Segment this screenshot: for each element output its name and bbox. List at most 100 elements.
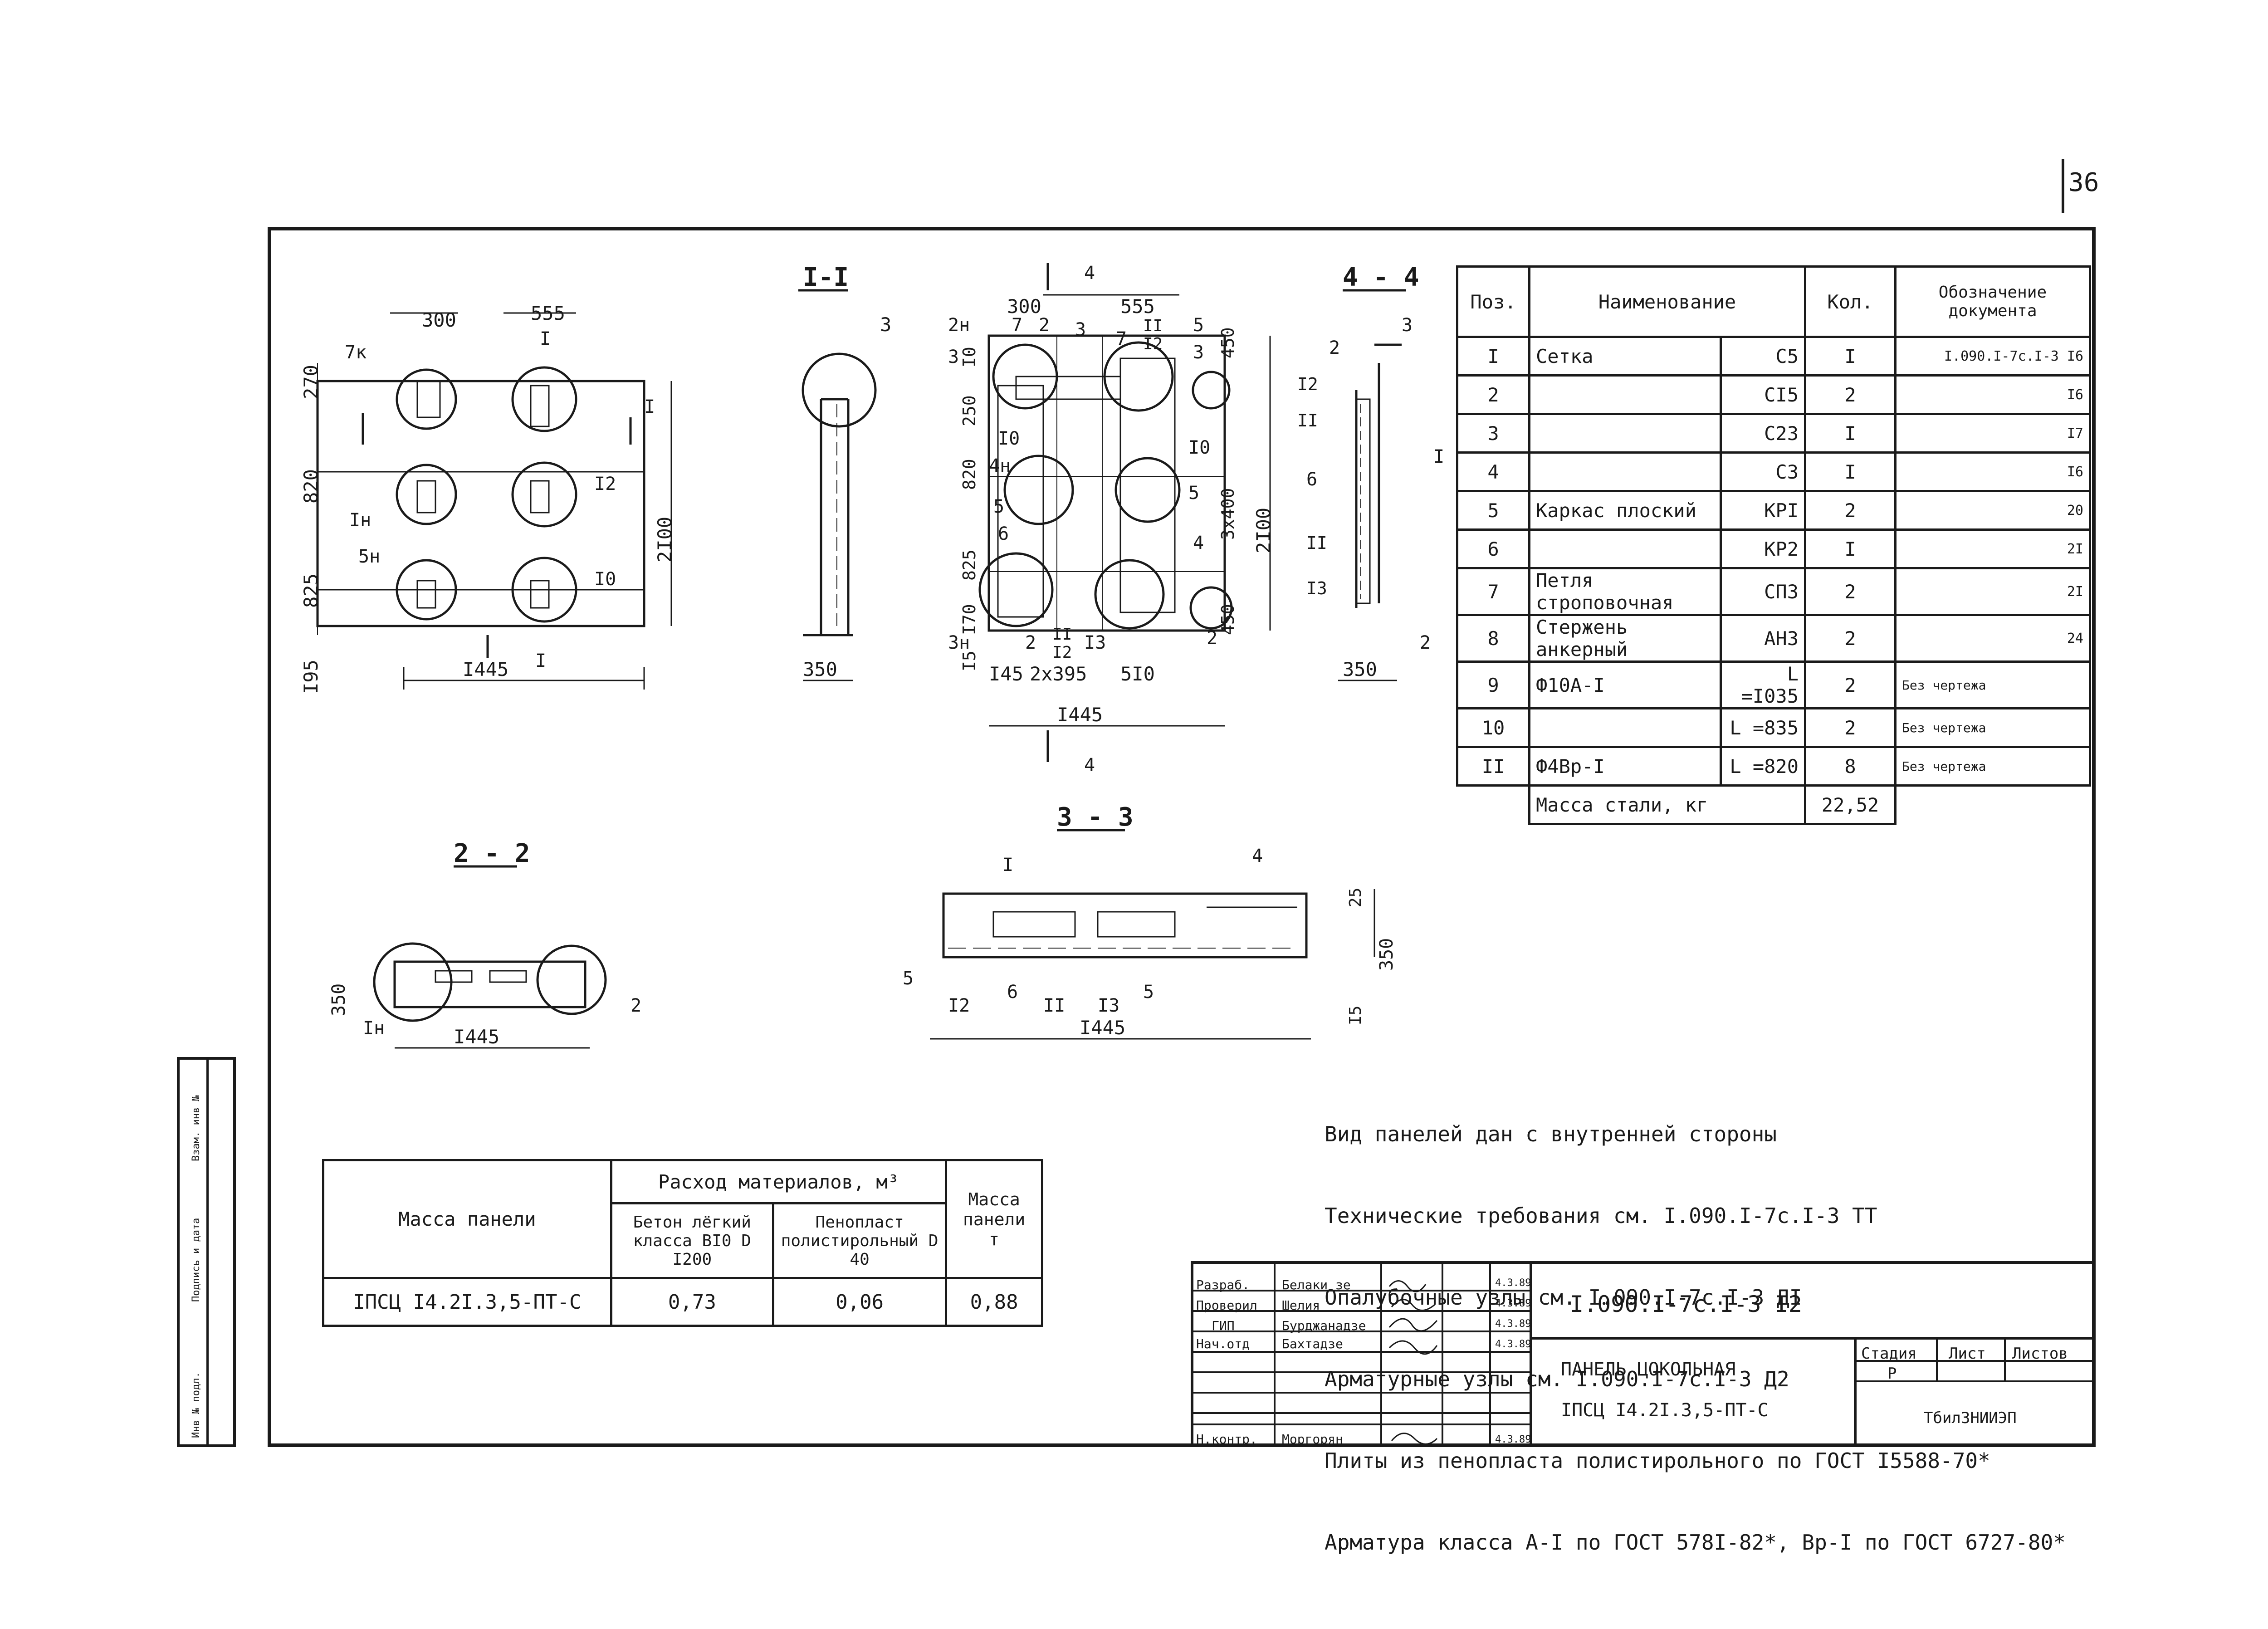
s11-label-3: 3 <box>880 313 891 336</box>
spec-row-pos: 10 <box>1456 707 1530 748</box>
spec-row-mark: С23 <box>1719 413 1807 454</box>
sheet-number: 36 <box>2068 168 2099 197</box>
s44-label-2: 2 <box>1329 338 1340 358</box>
section-4-4-view <box>1338 343 1402 681</box>
plan-cut-mark-bottom: I <box>535 651 546 671</box>
spec-row-mark: L =820 <box>1719 746 1807 787</box>
tb-name: Бахтадзе <box>1282 1336 1343 1351</box>
plan-dim-2100: 2I00 <box>654 517 676 563</box>
spec-row-doc: I6 <box>1894 374 2091 415</box>
s33-label-11: II <box>1043 995 1065 1016</box>
rebar-label-11-bottom: II <box>1052 625 1072 644</box>
plan-label-7k: 7к <box>345 342 367 363</box>
section-title-2-2: 2 - 2 <box>454 839 530 868</box>
spec-row-qty: 2 <box>1804 374 1897 415</box>
section-3-3-view <box>930 889 1375 1040</box>
rebar-label-4n: 4н <box>989 455 1011 476</box>
spec-row-mark: КР2 <box>1719 528 1807 569</box>
spec-row-doc: I.090.I-7с.I-3 I6 <box>1894 336 2091 377</box>
s33-dim-350: 350 <box>1376 938 1397 971</box>
specification-table: Поз. Наименование Кол. Обозначение докум… <box>1456 265 2091 825</box>
plan-dim-195: I95 <box>300 660 322 694</box>
rebar-dim-450-bottom: 450 <box>1218 604 1238 635</box>
spec-row-doc: 20 <box>1894 490 2091 531</box>
tb-role: Разраб. <box>1196 1277 1250 1292</box>
rebar-label-6-left: 6 <box>998 523 1009 544</box>
rebar-dim-820: 820 <box>959 459 979 490</box>
tb-date: 4.3.89 <box>1495 1339 1531 1350</box>
mat-header-concrete: Бетон лёгкий класса BI0 D I200 <box>610 1202 775 1279</box>
note-line: Технические требования см. I.090.I-7с.I-… <box>1325 1203 1877 1228</box>
s22-label-1n: Iн <box>363 1018 385 1039</box>
section-2-2-view <box>373 942 607 1049</box>
tb-sheets-label: Листов <box>2012 1345 2068 1363</box>
spec-row-doc: Без чертежа <box>1894 746 2091 787</box>
plan-label-10: I0 <box>594 569 616 590</box>
rebar-label-2-top: 2 <box>1039 315 1050 336</box>
drawing-frame <box>268 227 2096 1447</box>
spec-row-name: Стержень анкерный <box>1528 614 1722 663</box>
rebar-view <box>978 263 1271 762</box>
section-title-3-3: 3 - 3 <box>1057 802 1134 832</box>
rebar-label-3-right: 3 <box>1193 342 1204 363</box>
spec-row-qty: 2 <box>1804 660 1897 709</box>
rebar-dim-145: I45 <box>989 663 1023 685</box>
spec-row-name: Сетка <box>1528 336 1722 377</box>
rebar-cut-mark-top: 4 <box>1084 263 1095 284</box>
rebar-dim-15: I5 <box>959 651 979 671</box>
plan-dim-820: 820 <box>300 469 322 504</box>
section-1-1-view <box>802 352 877 681</box>
tb-title-line2: IПСЦ I4.2I.3,5-ПТ-С <box>1561 1400 1769 1421</box>
spec-header-doc: Обозначение документа <box>1894 265 2091 338</box>
materials-table: Масса панели Расход материалов, м³ Масса… <box>322 1159 1043 1327</box>
s44-label-3: 3 <box>1402 315 1413 336</box>
s33-dim-25: 25 <box>1346 888 1365 907</box>
spec-row-pos: 6 <box>1456 528 1530 569</box>
spec-row-name <box>1528 374 1722 415</box>
rebar-dim-170: I70 <box>959 604 979 635</box>
tb-name: Белаки зе <box>1282 1277 1351 1292</box>
binding-strip-divider <box>206 1057 209 1447</box>
rebar-dim-2x395: 2x395 <box>1030 663 1087 685</box>
spec-row-qty: I <box>1804 528 1897 569</box>
s44-label-1: I <box>1433 446 1444 467</box>
tb-name: Моргорян <box>1282 1432 1343 1447</box>
spec-header-name: Наименование <box>1528 265 1806 338</box>
s22-dim-1445: I445 <box>454 1026 499 1048</box>
mat-row-mass: 0,88 <box>945 1277 1043 1327</box>
rebar-label-12-top: I2 <box>1143 335 1163 353</box>
mat-header-group: Расход материалов, м³ <box>610 1159 948 1204</box>
mat-header-panel: Масса панели <box>322 1159 612 1279</box>
tb-sheet-label: Лист <box>1949 1345 1986 1363</box>
spec-row-pos: I <box>1456 336 1530 377</box>
s33-label-5-left: 5 <box>903 968 914 989</box>
s33-label-6: 6 <box>1007 982 1018 1003</box>
s44-label-11-top: II <box>1297 411 1318 430</box>
tb-date: 4.3.89 <box>1495 1277 1531 1289</box>
spec-row-name: Каркас плоский <box>1528 490 1722 531</box>
tb-organization: ТбилЗНИИЭП <box>1924 1409 2017 1427</box>
rebar-dim-450-top: 450 <box>1218 327 1238 358</box>
spec-row-pos: 3 <box>1456 413 1530 454</box>
spec-row-doc: Без чертежа <box>1894 660 2091 709</box>
s33-label-13: I3 <box>1098 995 1119 1016</box>
spec-row-qty: 2 <box>1804 707 1897 748</box>
rebar-label-3n: 3н <box>948 632 970 653</box>
spec-row-doc: 2I <box>1894 567 2091 616</box>
s33-label-12: I2 <box>948 995 970 1016</box>
spec-total-row: Масса стали, кг 22,52 <box>1457 784 2090 825</box>
rebar-label-2-right: 2 <box>1207 628 1217 649</box>
spec-row-qty: 2 <box>1804 567 1897 616</box>
rebar-label-13-bottom: I3 <box>1084 632 1106 653</box>
rebar-dim-510: 5I0 <box>1120 663 1155 685</box>
section-title-4-4: 4 - 4 <box>1343 263 1419 292</box>
rebar-cut-mark-bottom: 4 <box>1084 755 1095 776</box>
tb-title-line1: ПАНЕЛЬ ЦОКОЛЬНАЯ <box>1561 1359 1736 1380</box>
plan-dim-270: 270 <box>300 365 322 399</box>
rebar-label-5-right: 5 <box>1188 483 1199 504</box>
